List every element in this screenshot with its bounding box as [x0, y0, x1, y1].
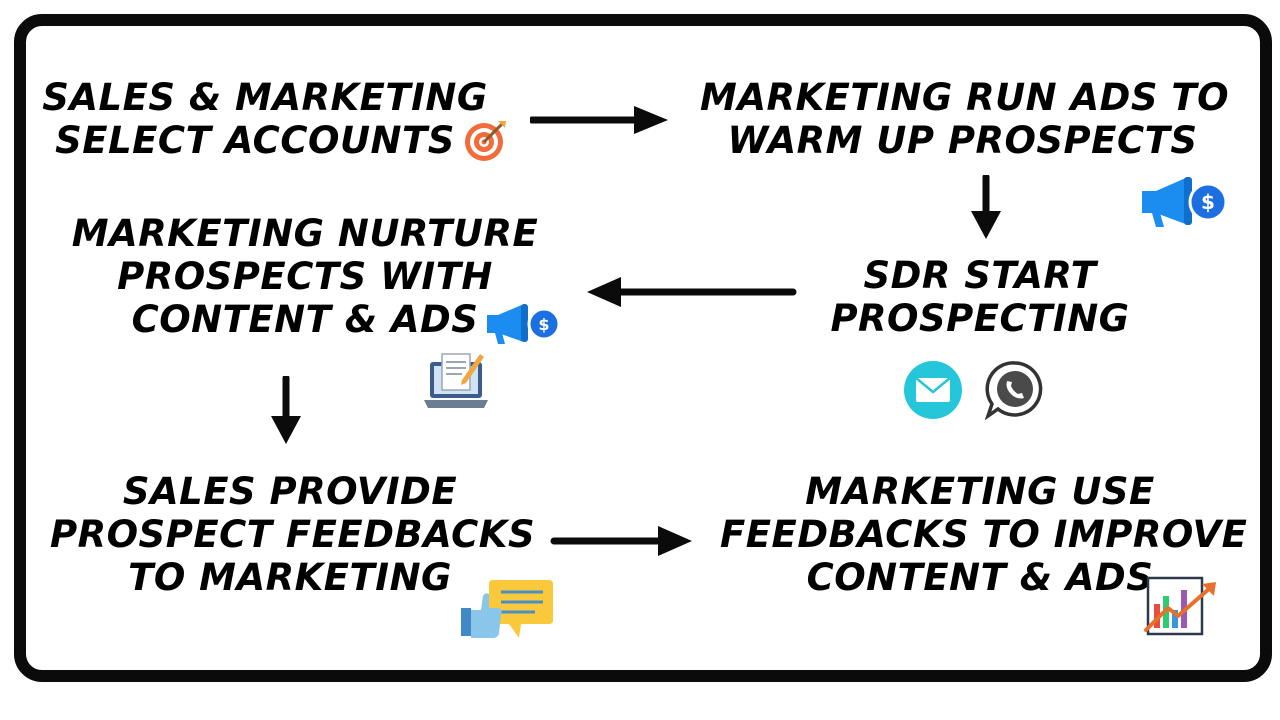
arrow-select-to-ads — [530, 106, 668, 134]
step-line: CONTENT & ADS — [131, 298, 479, 341]
step-feedback: SALES PROVIDE PROSPECT FEEDBACKS TO MARK… — [50, 470, 536, 599]
arrow-sdr-to-nurture — [587, 277, 797, 307]
step-line: CONTENT & ADS — [806, 556, 1154, 599]
target-icon — [465, 121, 506, 161]
arrow-nurture-to-feedback — [271, 376, 301, 444]
arrow-ads-to-sdr — [971, 175, 1001, 239]
svg-text:$: $ — [1201, 190, 1215, 214]
step-line: MARKETING USE — [805, 470, 1155, 513]
step-line: SELECT ACCOUNTS — [55, 119, 455, 162]
megaphone-dollar-icon: $ — [487, 304, 561, 344]
arrow-feedback-to-improve — [550, 526, 692, 556]
step-line: PROSPECTS WITH — [117, 255, 493, 298]
whatsapp-icon — [984, 361, 1043, 420]
svg-text:$: $ — [538, 315, 549, 334]
step-line: MARKETING RUN ADS TO — [700, 76, 1230, 119]
step-line: SALES PROVIDE — [122, 470, 458, 513]
step-line: WARM UP PROSPECTS — [727, 119, 1198, 162]
step-line: PROSPECTING — [830, 297, 1130, 340]
step-run-ads: MARKETING RUN ADS TO WARM UP PROSPECTS — [700, 76, 1230, 162]
step-line: SDR START — [863, 254, 1097, 297]
step-line: TO MARKETING — [128, 556, 452, 599]
email-icon — [904, 361, 962, 419]
step-select-accounts: SALES & MARKETING SELECT ACCOUNTS — [40, 76, 490, 162]
step-line: FEEDBACKS TO IMPROVE — [720, 513, 1248, 556]
step-sdr-prospecting: SDR START PROSPECTING — [820, 254, 1140, 340]
step-nurture: MARKETING NURTURE PROSPECTS WITH CONTENT… — [60, 212, 550, 341]
step-line: MARKETING NURTURE — [71, 212, 539, 255]
step-improve: MARKETING USE FEEDBACKS TO IMPROVE CONTE… — [720, 470, 1248, 599]
laptop-document-icon — [424, 353, 488, 408]
step-line: PROSPECT FEEDBACKS — [50, 513, 536, 556]
growth-chart-icon — [1144, 576, 1216, 636]
thumbs-up-chat-icon — [461, 580, 553, 638]
step-line: SALES & MARKETING — [42, 76, 488, 119]
megaphone-dollar-icon: $ — [1142, 177, 1228, 227]
